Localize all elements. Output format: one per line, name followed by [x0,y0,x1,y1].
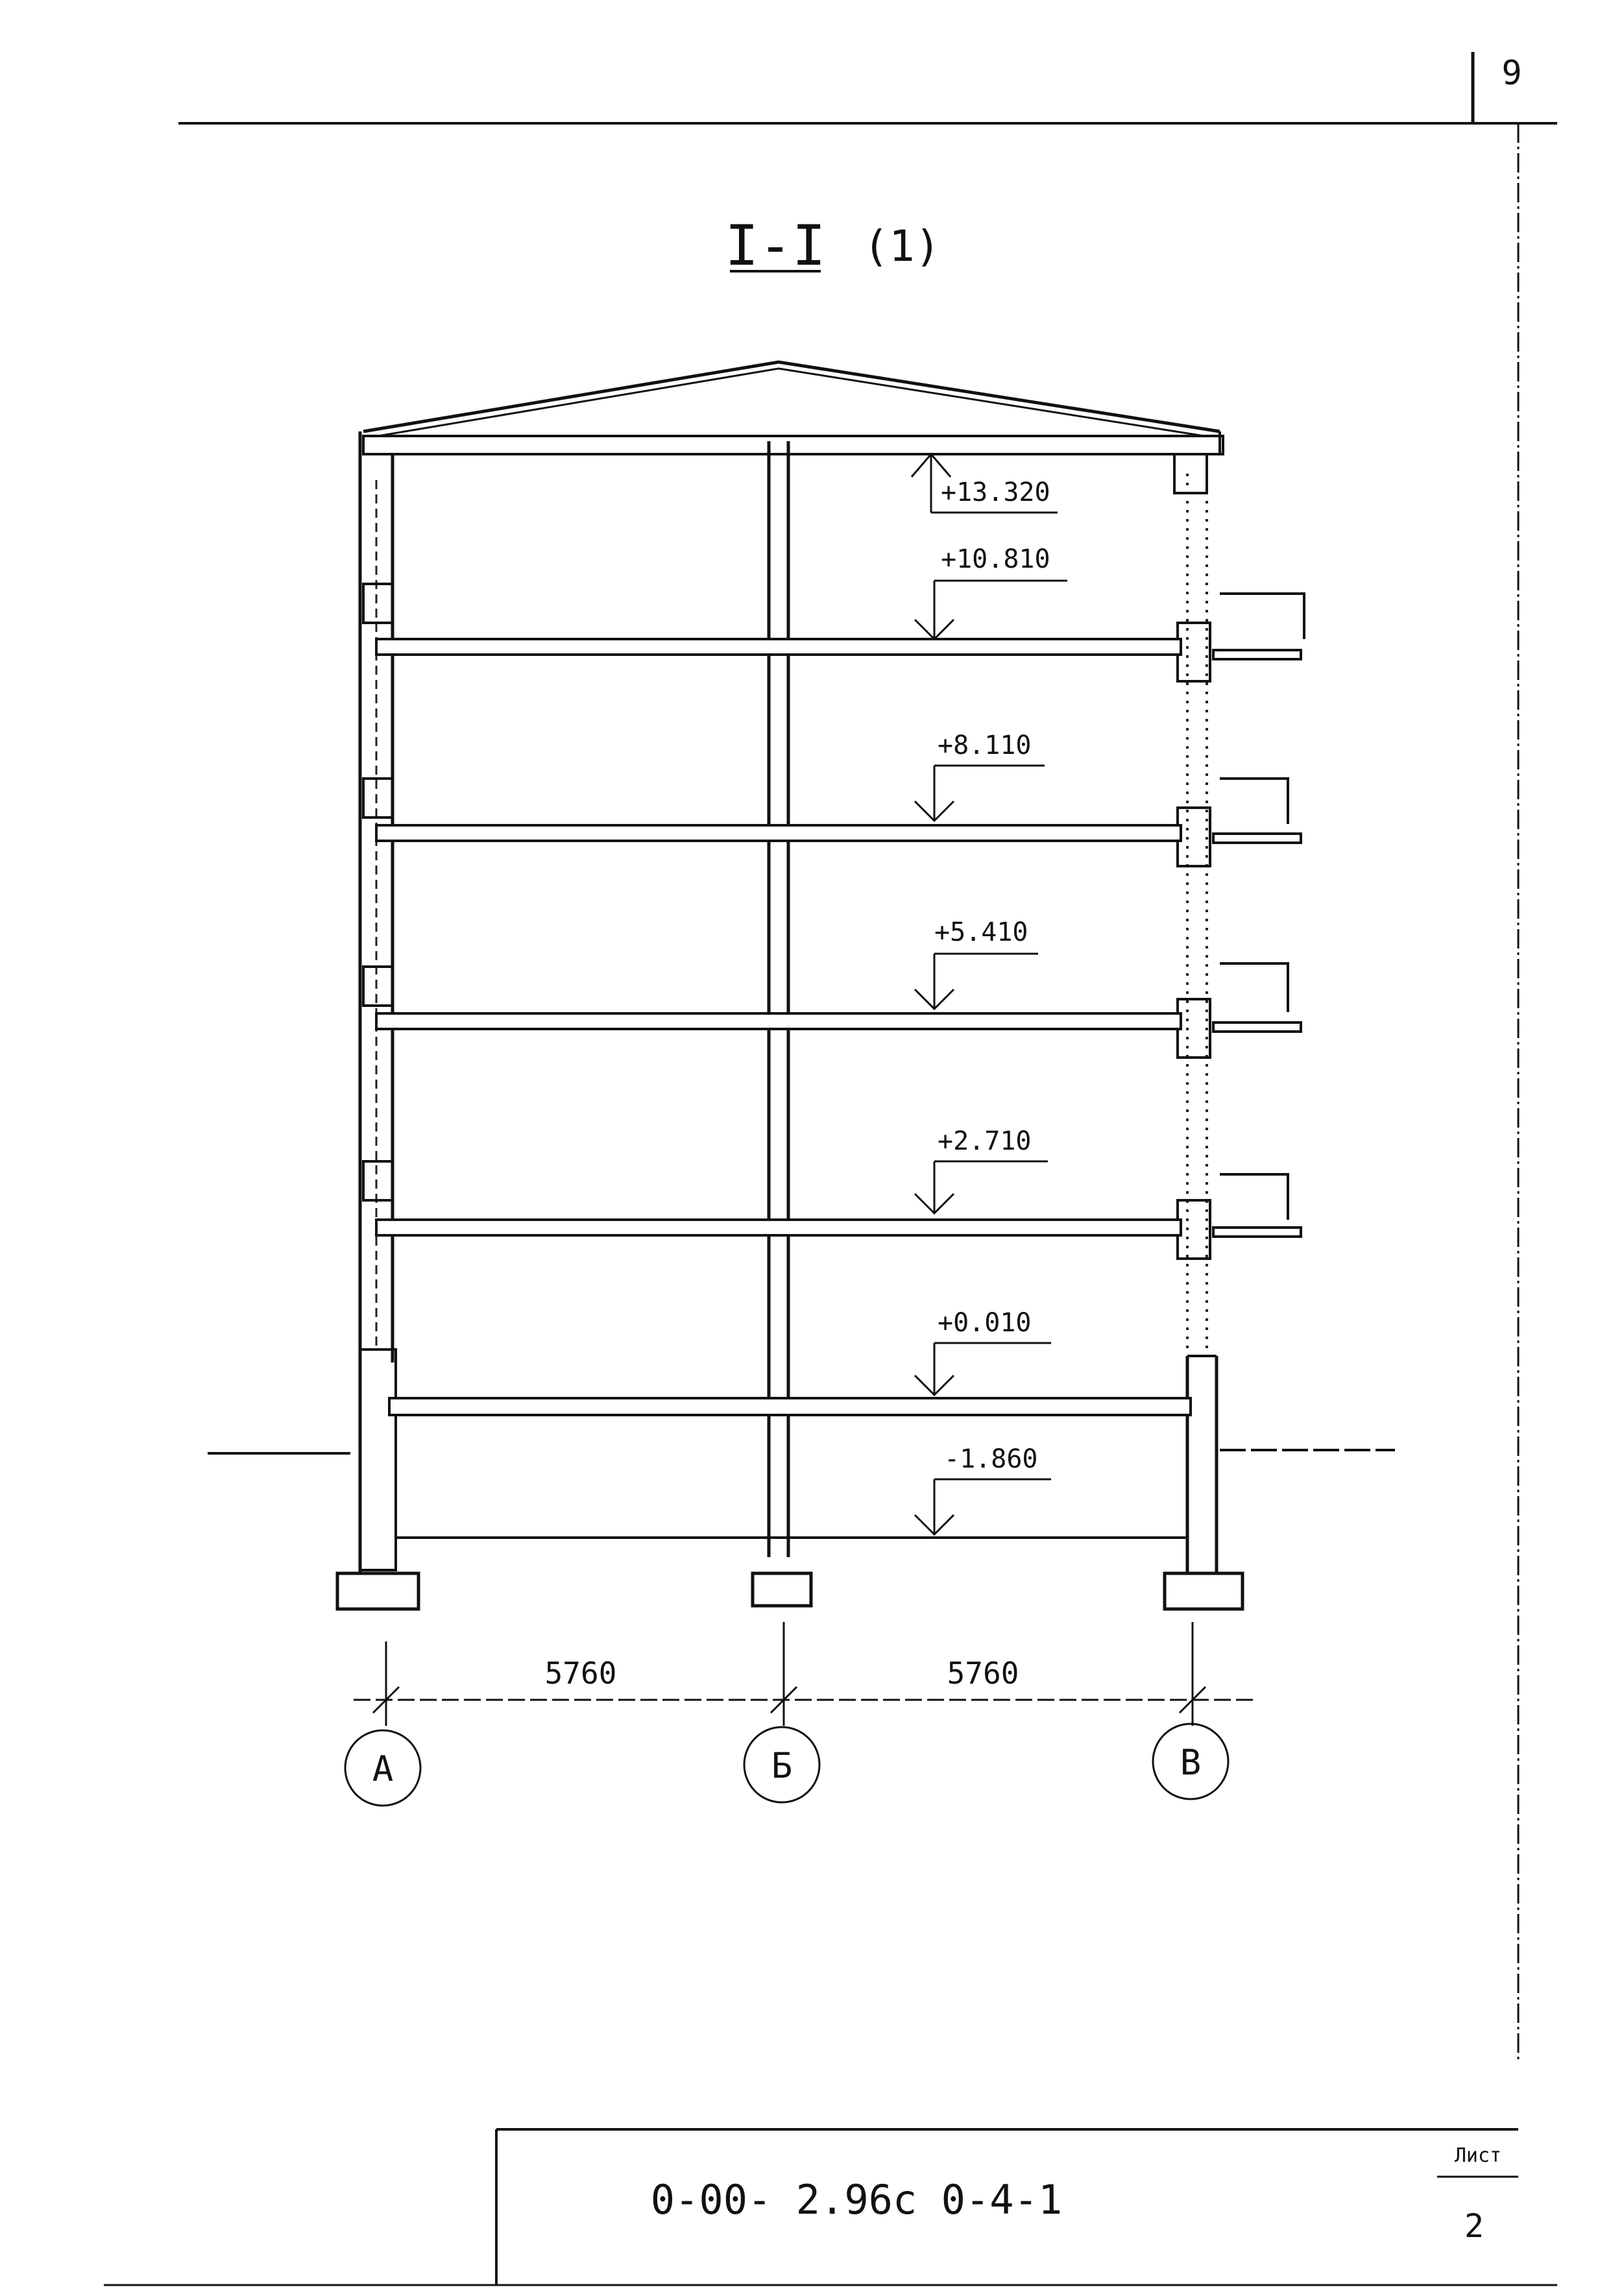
axis-label-b: Б [771,1745,793,1786]
level-label-floor5: +10.810 [941,544,1050,574]
level-label-floor2: +2.710 [938,1126,1032,1156]
floor-slab-2 [375,1218,1182,1237]
section-title: I-I (1) [725,213,940,278]
level-mark-basement: -1.860 [914,1444,1051,1536]
dimension-line: 5760 5760 [354,1622,1255,1726]
level-label-floor3: +5.410 [934,917,1028,947]
level-label-roof: +13.320 [941,478,1050,507]
axis-marker-b: Б [743,1726,821,1804]
roof-slab [362,435,1224,455]
span-label-2: 5760 [947,1656,1019,1691]
roof-outline [363,360,1220,433]
balconies [1212,592,1305,1238]
axis-marker-v: В [1152,1723,1230,1800]
level-mark-roof: +13.320 [910,452,1058,514]
level-label-basement: -1.860 [944,1444,1038,1474]
floor-slab-1 [388,1397,1192,1416]
level-mark-floor1: +0.010 [914,1308,1051,1397]
axis-marker-a: А [344,1729,422,1807]
sheet-index: 2 [1464,2207,1484,2245]
level-mark-floor3: +5.410 [914,917,1038,1011]
floor-slab-3 [375,1012,1182,1030]
level-mark-floor5: +10.810 [914,544,1067,641]
foundation-b [751,1571,813,1608]
document-code: 0-00- 2.96c 0-4-1 [651,2176,1063,2223]
axis-label-a: А [372,1749,394,1789]
level-mark-floor2: +2.710 [914,1126,1048,1215]
sheet-label: Лист [1455,2144,1501,2167]
axis-label-v: В [1180,1742,1202,1783]
section-variant: (1) [863,221,940,271]
foundation-a [335,1571,420,1611]
level-label-floor4: +8.110 [938,731,1032,760]
section-title-text: I-I [725,213,825,278]
sheet-number: 9 [1501,54,1521,93]
sheet-frame [104,52,1557,2286]
level-label-floor1: +0.010 [938,1308,1032,1338]
title-block: 0-00- 2.96c 0-4-1 Лист 2 [495,2128,1518,2285]
level-mark-floor4: +8.110 [914,731,1045,823]
floor-slab-5 [375,638,1182,656]
foundation-v [1163,1571,1244,1611]
floor-slab-4 [375,824,1182,842]
building-section [208,360,1395,1611]
span-label-1: 5760 [545,1656,617,1691]
